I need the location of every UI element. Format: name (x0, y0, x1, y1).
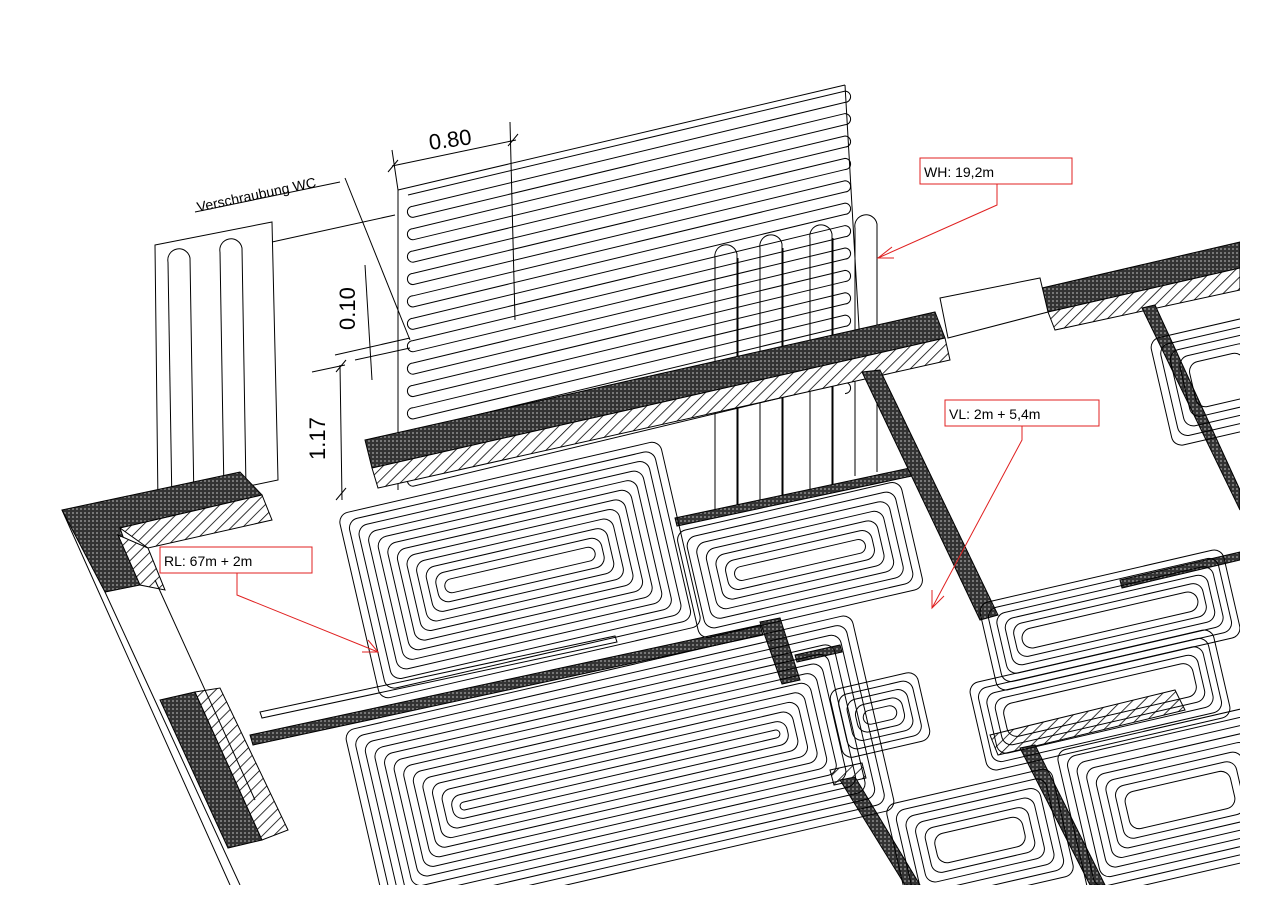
walls (61, 241, 1240, 885)
room-lower-center-meander (886, 768, 1074, 885)
callout-rl-label: RL: 67m + 2m (164, 553, 252, 569)
dimension-spacing-label: 0.10 (335, 287, 360, 330)
living-meander (345, 615, 895, 885)
wc-meander (677, 482, 923, 638)
room-top-right-meander (1150, 314, 1240, 446)
callout-wh-label: WH: 19,2m (924, 164, 994, 180)
screw-connection-note: Verschraubung WC (195, 174, 317, 215)
room-pipe-meanders (339, 314, 1240, 885)
dimension-lines (194, 121, 519, 501)
bathroom-meander (339, 441, 701, 699)
callouts (159, 157, 1100, 653)
room-right-meander (969, 629, 1231, 771)
hall-spiral (829, 672, 931, 758)
left-supply-panel (154, 214, 396, 508)
dimension-height-label: 1.17 (305, 417, 330, 460)
room-lower-right-meander (1057, 703, 1240, 885)
corridor-meander (979, 549, 1240, 691)
callout-vl-label: VL: 2m + 5,4m (949, 406, 1040, 422)
dimension-width-label: 0.80 (427, 124, 473, 155)
